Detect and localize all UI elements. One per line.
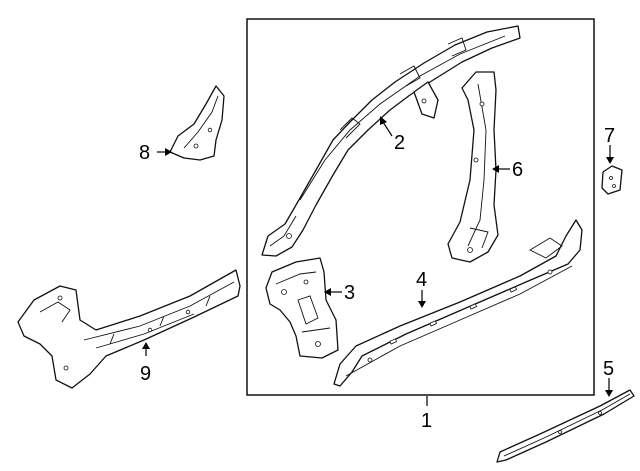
callout-6: 6 xyxy=(512,159,523,181)
callout-1: 1 xyxy=(421,410,432,432)
part-6-b-pillar[interactable] xyxy=(447,71,499,263)
callout-7: 7 xyxy=(604,125,615,147)
callout-2: 2 xyxy=(394,132,405,154)
part-4-rocker[interactable] xyxy=(333,219,583,387)
callout-9: 9 xyxy=(140,363,151,385)
assembly-frame xyxy=(246,18,595,396)
part-3-hinge-pillar[interactable] xyxy=(265,257,339,359)
part-2-roof-rail[interactable] xyxy=(261,25,521,257)
callout-5: 5 xyxy=(603,358,614,380)
part-5-sill-strip[interactable] xyxy=(496,389,635,463)
callout-4: 4 xyxy=(416,269,427,291)
part-9-inner-rocker[interactable] xyxy=(17,269,241,389)
callout-8: 8 xyxy=(139,142,150,164)
part-8-upper-bracket[interactable] xyxy=(169,85,225,161)
part-7-bracket[interactable] xyxy=(601,165,623,195)
callout-3: 3 xyxy=(344,282,355,304)
callout-leaders xyxy=(142,116,614,406)
